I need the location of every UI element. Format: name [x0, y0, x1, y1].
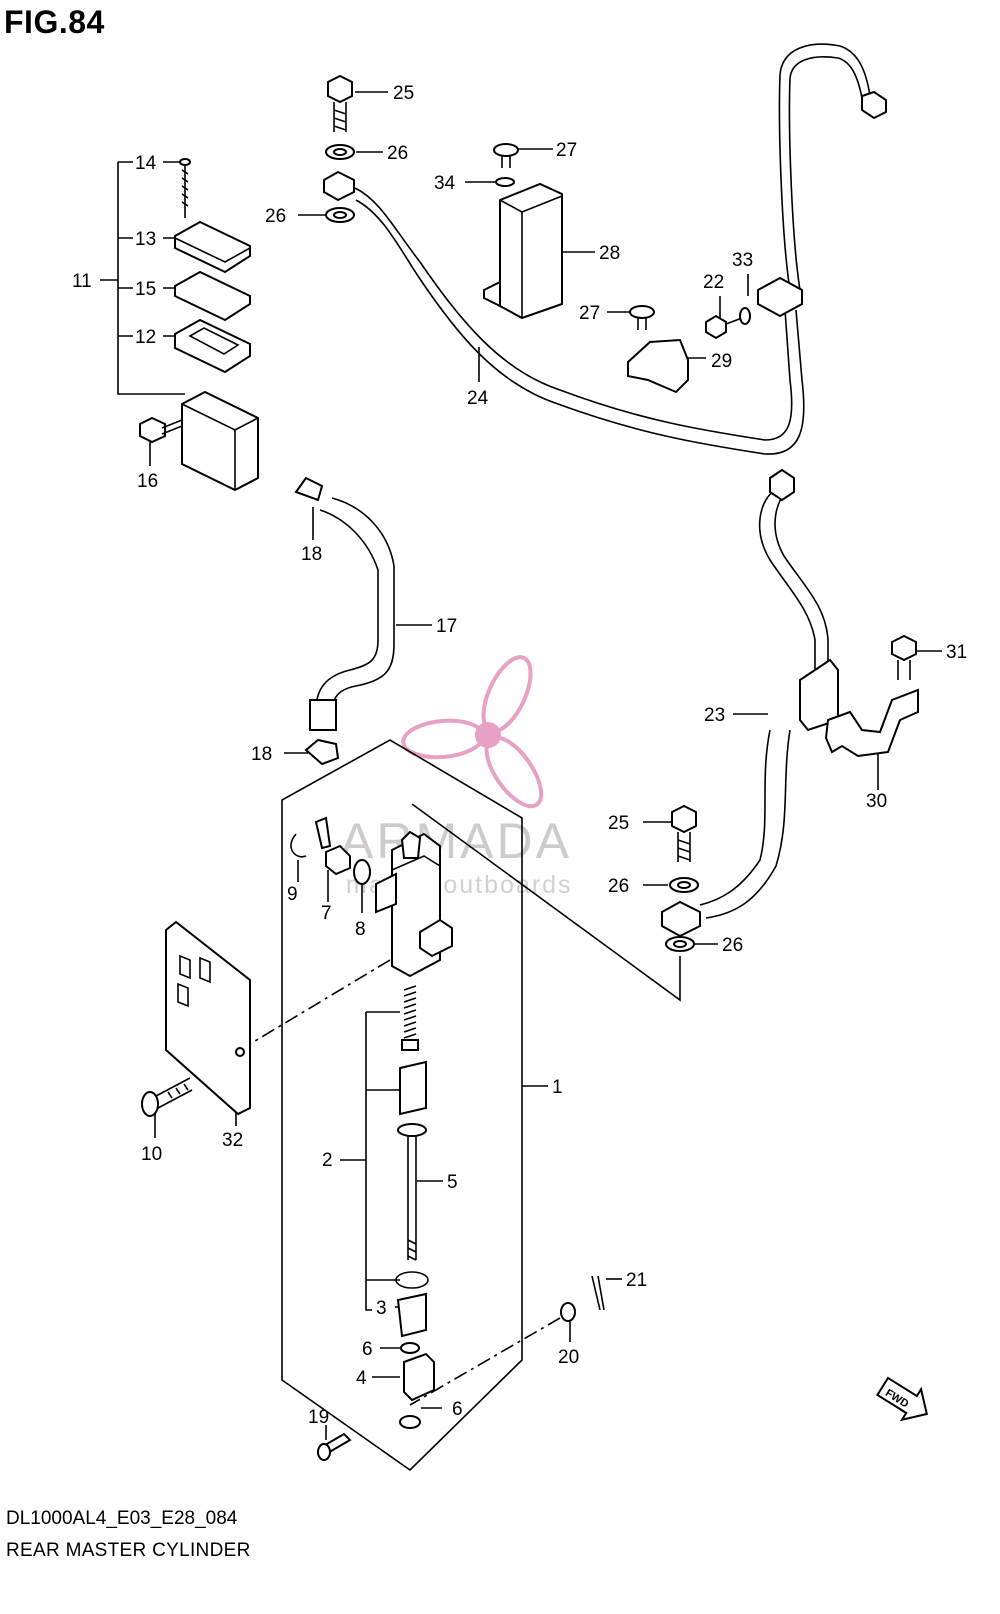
- callout-label: 9: [287, 884, 298, 905]
- callout-label: 5: [447, 1172, 458, 1193]
- callout-label: 25: [393, 83, 414, 104]
- callout-label: 13: [135, 229, 156, 250]
- watermark-logo: ARMADA marine outboards: [340, 655, 572, 899]
- callout-label: 27: [579, 303, 600, 324]
- hose-guide-28: [483, 143, 655, 330]
- callout-label: 20: [558, 1347, 579, 1368]
- callout-label: 27: [556, 140, 577, 161]
- callout-label: 25: [608, 813, 629, 834]
- banjo-bolt-upper: [323, 74, 355, 223]
- leader-lines: [100, 91, 942, 1472]
- master-cylinder-body: [290, 816, 605, 1461]
- callout-label: 10: [141, 1144, 162, 1165]
- reservoir-hose-17: [294, 476, 395, 766]
- callout-label: 14: [135, 153, 157, 174]
- brake-hose-24: [354, 187, 793, 441]
- callout-label: 22: [703, 272, 724, 293]
- callout-label: 16: [137, 471, 158, 492]
- reservoir-assembly: [139, 158, 259, 492]
- callout-label: 28: [599, 243, 620, 264]
- callout-label: 23: [704, 705, 725, 726]
- callout-label: 11: [72, 271, 92, 292]
- callout-label: 15: [135, 279, 156, 300]
- callout-label: 18: [251, 744, 272, 765]
- callout-label: 32: [222, 1130, 243, 1151]
- callout-label: 26: [722, 935, 743, 956]
- callout-label: 18: [301, 544, 322, 565]
- callout-label: 12: [135, 327, 156, 348]
- watermark-brand: ARMADA: [340, 813, 572, 869]
- mounting-plate-32: [141, 920, 251, 1117]
- callout-label: 26: [387, 143, 408, 164]
- callout-label: 26: [608, 876, 629, 897]
- callout-label: 7: [321, 903, 332, 924]
- hose-bracket-30: [824, 634, 919, 758]
- callout-label: 33: [732, 250, 753, 271]
- callout-label: 34: [434, 173, 456, 194]
- callout-labels: 1 2 3 4 5 6 6 7 8 9 10 11 12 13 14 15 16…: [72, 83, 967, 1428]
- callout-label: 8: [355, 919, 366, 940]
- callout-label: 26: [265, 206, 286, 227]
- callout-label: 19: [308, 1407, 329, 1428]
- diagram-code: DL1000AL4_E03_E28_084: [6, 1508, 238, 1529]
- callout-label: 4: [356, 1368, 367, 1389]
- callout-label: 2: [322, 1150, 333, 1171]
- callout-label: 1: [552, 1077, 563, 1098]
- banjo-bolt-lower: [665, 804, 699, 952]
- callout-label: 6: [362, 1339, 373, 1360]
- figure-title: FIG.84: [4, 4, 105, 40]
- callout-label: 31: [946, 642, 967, 663]
- brake-hose-23: [661, 468, 839, 938]
- callout-label: 24: [467, 388, 489, 409]
- callout-label: 3: [376, 1298, 387, 1319]
- callout-label: 21: [626, 1270, 647, 1291]
- forward-arrow-icon: FWD: [876, 1376, 928, 1422]
- propeller-icon: [401, 655, 544, 809]
- callout-label: 29: [711, 351, 732, 372]
- callout-label: 6: [452, 1399, 463, 1420]
- callout-label: 30: [866, 791, 887, 812]
- clamp-29: [627, 338, 689, 394]
- diagram-name: REAR MASTER CYLINDER: [6, 1540, 251, 1561]
- callout-label: 17: [436, 616, 457, 637]
